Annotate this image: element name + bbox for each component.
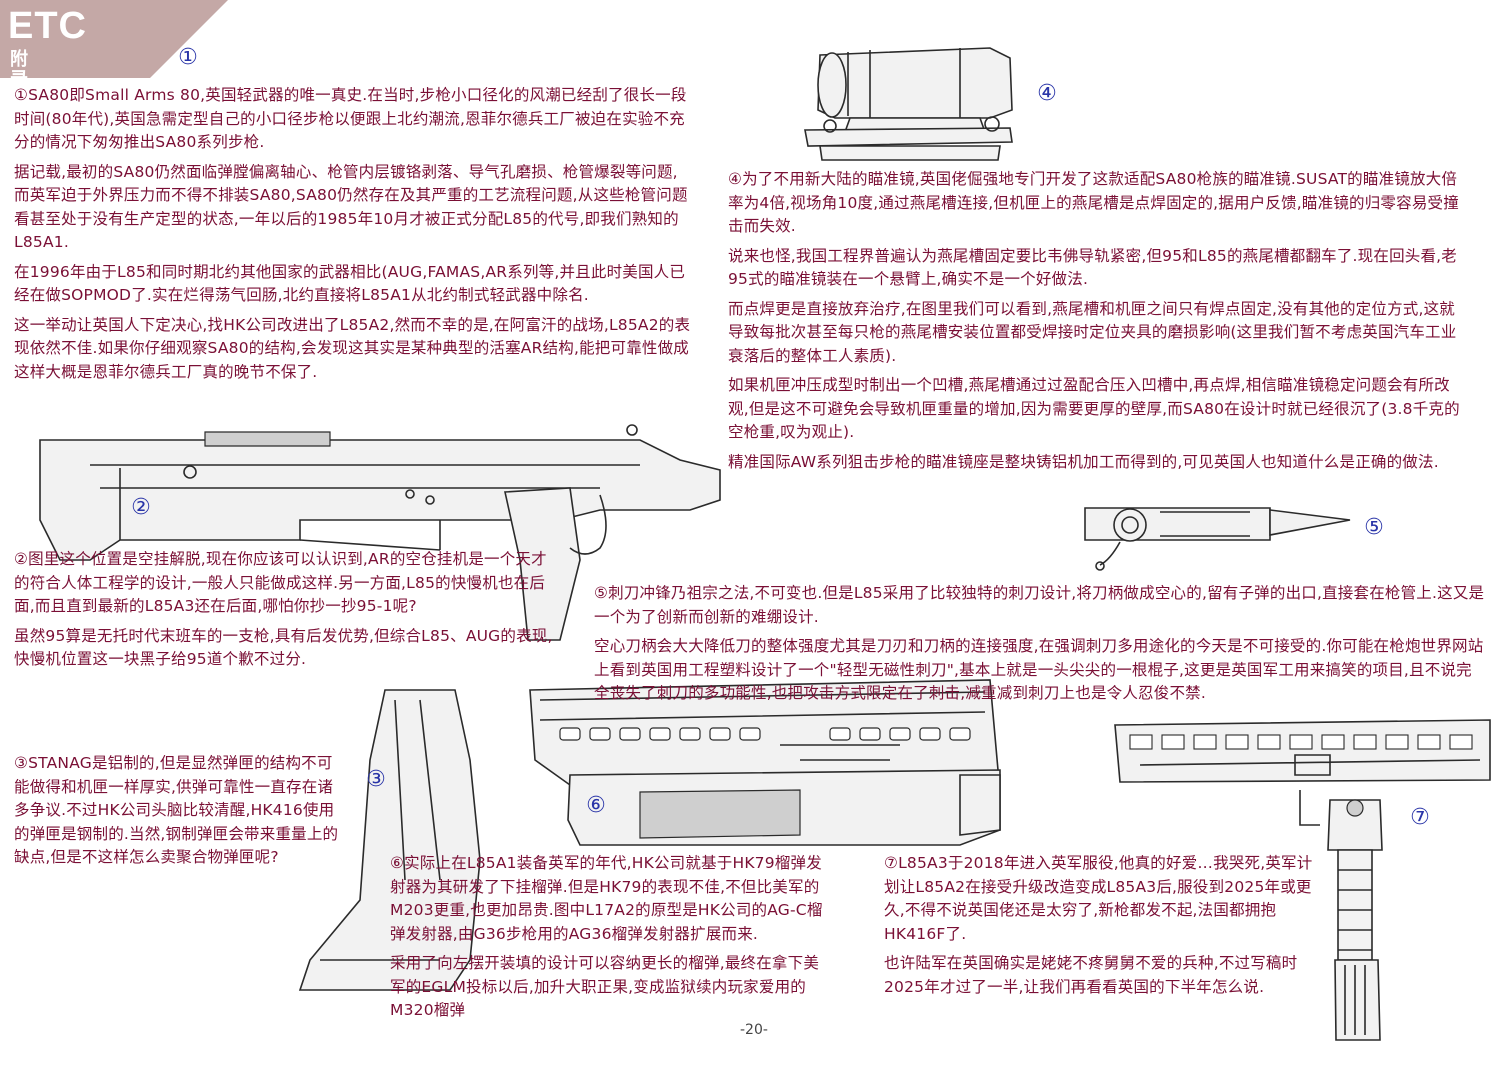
text-block-3: ③STANAG是铝制的,但是显然弹匣的结构不可能做得和机匣一样厚实,供弹可靠性一… [14, 752, 340, 876]
paragraph: 而点焊更是直接放弃治疗,在图里我们可以看到,燕尾槽和机匣之间只有焊点固定,没有其… [728, 299, 1457, 365]
callout-badge-7: ⑦ [1410, 805, 1430, 830]
corner-banner [0, 0, 228, 78]
magazine-drawing [298, 689, 481, 991]
paragraph: ⑦L85A3于2018年进入英军服役,他真的好爱…我哭死,英军计划让L85A2在… [884, 854, 1313, 943]
callout-badge-6: ⑥ [586, 793, 606, 818]
callout-badge-5: ⑤ [1364, 515, 1384, 540]
susat-scope-drawing [804, 47, 1013, 161]
paragraph: ②图里这个位置是空挂解脱,现在你应该可以认识到,AR的空仓挂机是一个天才的符合人… [14, 550, 547, 615]
callout-badge-4: ④ [1037, 81, 1057, 106]
bayonet-drawing [1084, 507, 1351, 571]
paragraph: 采用了向左摆开装填的设计可以容纳更长的榴弹,最终在拿下美军的EGLM投标以后,加… [390, 954, 820, 1019]
paragraph: ①SA80即Small Arms 80,英国轻武器的唯一真史.在当时,步枪小口径… [14, 86, 687, 151]
paragraph: 在1996年由于L85和同时期北约其他国家的武器相比(AUG,FAMAS,AR系… [14, 262, 686, 305]
rifle-receiver-drawing [39, 424, 721, 641]
vertical-grip-drawing [1327, 799, 1383, 1041]
callout-badge-2: ② [131, 495, 151, 520]
section-subtitle: 附录 [10, 49, 28, 90]
text-block-6: ⑥实际上在L85A1装备英军的年代,HK公司就基于HK79榴弹发射器为其研发了下… [390, 852, 834, 1036]
text-block-5: ⑤刺刀冲锋乃祖宗之法,不可变也.但是L85采用了比较独特的刺刀设计,将刀柄做成空… [594, 582, 1486, 712]
text-block-2: ②图里这个位置是空挂解脱,现在你应该可以认识到,AR的空仓挂机是一个天才的符合人… [14, 548, 562, 678]
paragraph: 这一举动让英国人下定决心,找HK公司改进出了L85A2,然而不幸的是,在阿富汗的… [14, 315, 691, 381]
paragraph: 据记载,最初的SA80仍然面临弹膛偏离轴心、枪管内层镀铬剥落、导气孔磨损、枪管爆… [14, 162, 688, 252]
paragraph: ④为了不用新大陆的瞄准镜,英国佬倔强地专门开发了这款适配SA80枪族的瞄准镜.S… [728, 170, 1459, 235]
paragraph: 虽然95算是无托时代末班车的一支枪,具有后发优势,但综合L85、AUG的表现,快… [14, 626, 553, 669]
paragraph: 空心刀柄会大大降低刀的整体强度尤其是刀刃和刀柄的连接强度,在强调刺刀多用途化的今… [594, 637, 1484, 702]
paragraph: 说来也怪,我国工程界普遍认为燕尾槽固定要比韦佛导轨紧密,但95和L85的燕尾槽都… [728, 246, 1457, 289]
text-block-7: ⑦L85A3于2018年进入英军服役,他真的好爱…我哭死,英军计划让L85A2在… [884, 852, 1320, 1005]
text-block-4: ④为了不用新大陆的瞄准镜,英国佬倔强地专门开发了这款适配SA80枪族的瞄准镜.S… [728, 168, 1468, 480]
paragraph: 精准国际AW系列狙击步枪的瞄准镜座是整块铸铝机加工而得到的,可见英国人也知道什么… [728, 452, 1439, 471]
page-number: -20- [740, 1022, 768, 1038]
callout-badge-3: ③ [366, 767, 386, 792]
grenade-launcher-drawing [529, 679, 1001, 846]
callout-badge-1: ① [178, 45, 198, 70]
paragraph: 如果机匣冲压成型时制出一个凹槽,燕尾槽通过过盈配合压入凹槽中,再点焊,相信瞄准镜… [728, 376, 1460, 441]
paragraph: ③STANAG是铝制的,但是显然弹匣的结构不可能做得和机匣一样厚实,供弹可靠性一… [14, 754, 339, 866]
section-title: ETC [8, 5, 87, 47]
paragraph: 也许陆军在英国确实是姥姥不疼舅舅不爱的兵种,不过写稿时2025年才过了一半,让我… [884, 954, 1298, 996]
text-block-1: ①SA80即Small Arms 80,英国轻武器的唯一真史.在当时,步枪小口径… [14, 84, 692, 390]
foregrip-rail-drawing [1114, 719, 1491, 826]
paragraph: ⑤刺刀冲锋乃祖宗之法,不可变也.但是L85采用了比较独特的刺刀设计,将刀柄做成空… [594, 584, 1485, 626]
paragraph: ⑥实际上在L85A1装备英军的年代,HK公司就基于HK79榴弹发射器为其研发了下… [390, 854, 823, 943]
